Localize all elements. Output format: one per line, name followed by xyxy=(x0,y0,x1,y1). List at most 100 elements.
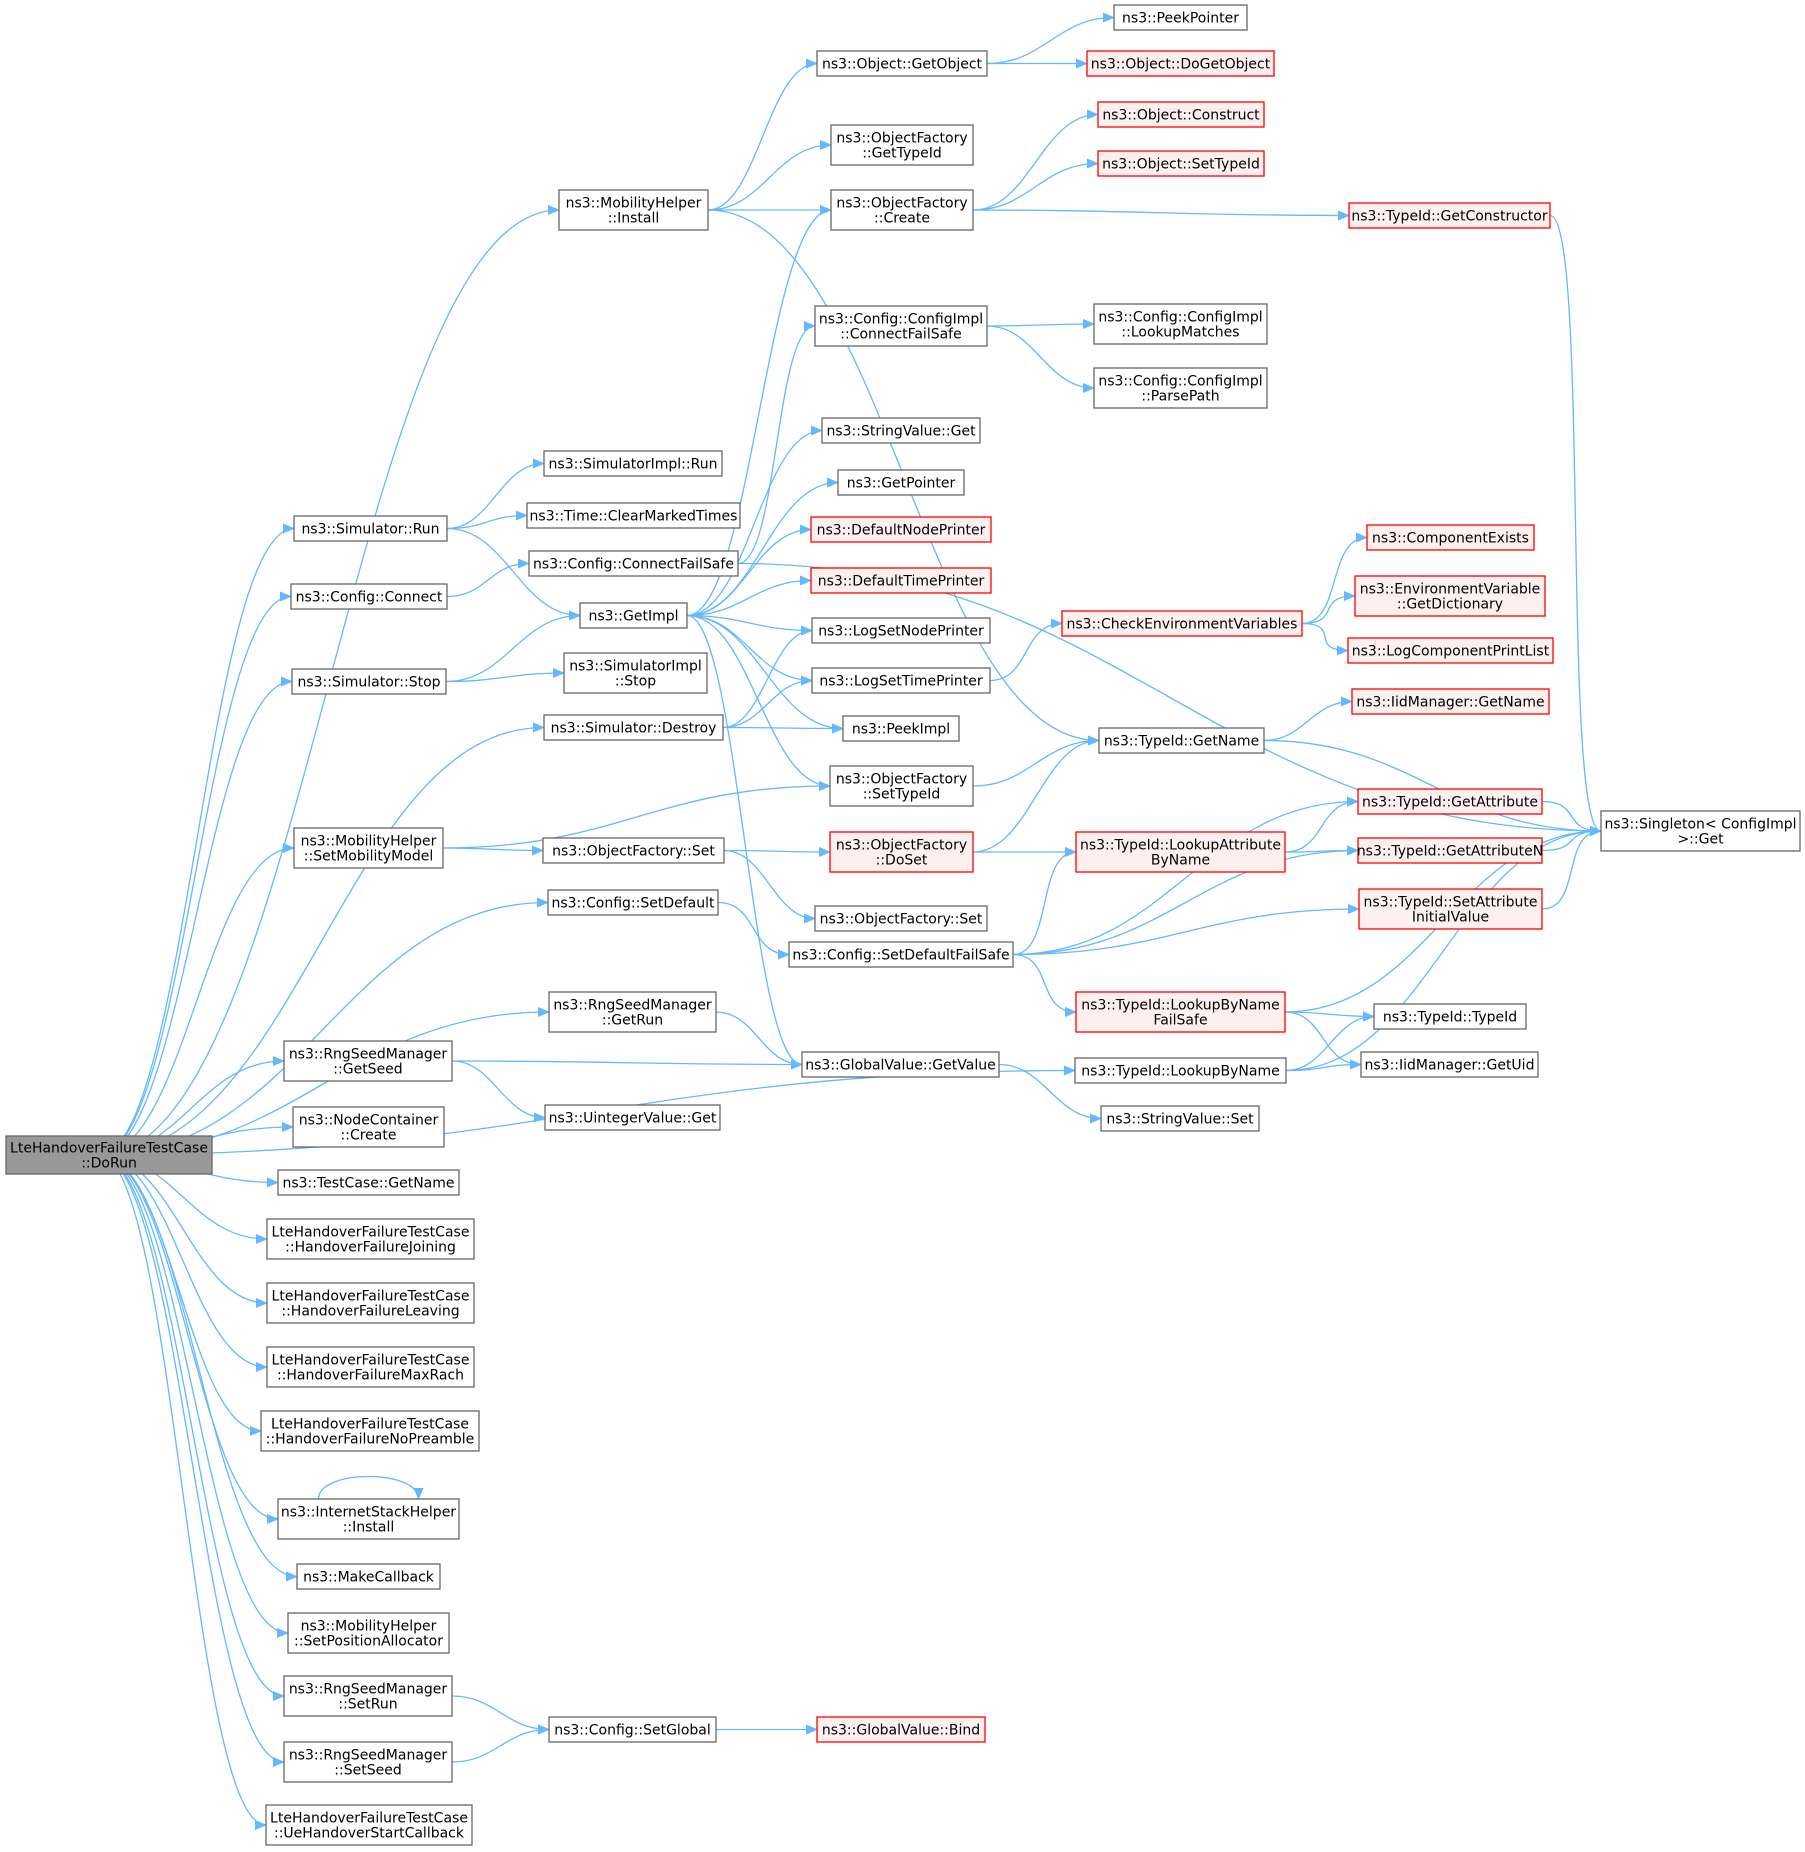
node-ofSetTypeId[interactable]: ns3::ObjectFactory::SetTypeId xyxy=(829,765,974,807)
node-defTimePrinter[interactable]: ns3::DefaultTimePrinter xyxy=(810,567,992,594)
node-ciConnectFailSafe[interactable]: ns3::Config::ConfigImpl::ConnectFailSafe xyxy=(814,305,988,347)
node-siStop[interactable]: ns3::SimulatorImpl::Stop xyxy=(563,652,708,694)
edge-tidLookupByName-to-tidTypeId xyxy=(1285,1011,1375,1072)
node-label: ::DoRun xyxy=(81,1156,137,1172)
node-label: ::SetSeed xyxy=(334,1763,401,1779)
node-label: >::Get xyxy=(1677,832,1724,848)
node-box xyxy=(542,837,725,864)
node-hfJoining[interactable]: LteHandoverFailureTestCase::HandoverFail… xyxy=(266,1218,475,1260)
node-iidGetUid[interactable]: ns3::IidManager::GetUid xyxy=(1360,1051,1539,1078)
node-ciLookupMatches[interactable]: ns3::Config::ConfigImpl::LookupMatches xyxy=(1093,303,1268,345)
node-label: ::SetRun xyxy=(338,1697,397,1713)
node-box xyxy=(266,1282,475,1324)
node-rsmGetSeed[interactable]: ns3::RngSeedManager::GetSeed xyxy=(283,1040,453,1082)
node-peekImpl[interactable]: ns3::PeekImpl xyxy=(842,715,960,742)
node-label: ::HandoverFailureLeaving xyxy=(281,1304,459,1320)
node-ueHoStart[interactable]: LteHandoverFailureTestCase::UeHandoverSt… xyxy=(265,1804,473,1846)
node-objSetTypeId[interactable]: ns3::Object::SetTypeId xyxy=(1097,150,1265,177)
node-ofDoSet[interactable]: ns3::ObjectFactory::DoSet xyxy=(829,831,974,873)
node-cfgSetDefault[interactable]: ns3::Config::SetDefault xyxy=(547,889,719,916)
node-uvGet[interactable]: ns3::UintegerValue::Get xyxy=(544,1104,721,1131)
edge-ofCreate-to-objSetTypeId xyxy=(972,158,1099,211)
node-mhSetPosAlloc[interactable]: ns3::MobilityHelper::SetPositionAllocato… xyxy=(287,1612,450,1654)
node-hfNoPreamble[interactable]: LteHandoverFailureTestCase::HandoverFail… xyxy=(260,1410,480,1452)
node-singletonGet[interactable]: ns3::Singleton< ConfigImpl>::Get xyxy=(1600,810,1801,852)
node-ofSet2[interactable]: ns3::ObjectFactory::Set xyxy=(814,905,988,932)
node-tcGetName[interactable]: ns3::TestCase::GetName xyxy=(277,1169,460,1196)
node-iidGetName[interactable]: ns3::IidManager::GetName xyxy=(1351,688,1550,715)
node-rsmGetRun[interactable]: ns3::RngSeedManager::GetRun xyxy=(548,991,717,1033)
node-simRun[interactable]: ns3::Simulator::Run xyxy=(293,515,448,542)
edge-mhInstall-to-ofGetTypeId xyxy=(707,140,832,211)
node-logCompPrintList[interactable]: ns3::LogComponentPrintList xyxy=(1347,637,1554,664)
node-cfgSetGlobal[interactable]: ns3::Config::SetGlobal xyxy=(548,1716,717,1743)
node-label: ns3::LogComponentPrintList xyxy=(1352,644,1550,660)
node-logSetTimePrinter[interactable]: ns3::LogSetTimePrinter xyxy=(811,667,991,694)
node-gvBind[interactable]: ns3::GlobalValue::Bind xyxy=(816,1716,986,1743)
node-svGet[interactable]: ns3::StringValue::Get xyxy=(821,417,981,444)
node-siRun[interactable]: ns3::SimulatorImpl::Run xyxy=(543,450,723,477)
node-mhInstall[interactable]: ns3::MobilityHelper::Install xyxy=(558,189,709,231)
node-logSetNodePrinter[interactable]: ns3::LogSetNodePrinter xyxy=(811,617,991,644)
edge-ofCreate-to-tidGetConstructor xyxy=(972,209,1350,221)
node-tidGetAttributeN[interactable]: ns3::TypeId::GetAttributeN xyxy=(1357,837,1543,864)
edge-tidLookupAttr-to-tidGetAttribute xyxy=(1284,796,1359,853)
node-simStop[interactable]: ns3::Simulator::Stop xyxy=(291,668,447,695)
node-label: ns3::TypeId::SetAttribute xyxy=(1364,895,1538,911)
node-tidGetName[interactable]: ns3::TypeId::GetName xyxy=(1098,727,1265,754)
node-envGetDict[interactable]: ns3::EnvironmentVariable::GetDictionary xyxy=(1354,575,1546,617)
node-getPointer[interactable]: ns3::GetPointer xyxy=(837,469,965,496)
node-tidGetConstructor[interactable]: ns3::TypeId::GetConstructor xyxy=(1348,202,1551,229)
node-objConstruct[interactable]: ns3::Object::Construct xyxy=(1097,101,1265,128)
node-label: LteHandoverFailureTestCase xyxy=(272,1225,470,1241)
node-ciParsePath[interactable]: ns3::Config::ConfigImpl::ParsePath xyxy=(1093,367,1268,409)
node-getImpl[interactable]: ns3::GetImpl xyxy=(579,602,688,629)
node-cfgConnectFailSafe[interactable]: ns3::Config::ConnectFailSafe xyxy=(528,550,739,577)
node-box xyxy=(1100,1105,1260,1132)
node-label: ns3::MobilityHelper xyxy=(301,1619,437,1635)
node-simDestroy[interactable]: ns3::Simulator::Destroy xyxy=(543,714,724,741)
node-clearMarked[interactable]: ns3::Time::ClearMarkedTimes xyxy=(526,502,741,529)
node-checkEnv[interactable]: ns3::CheckEnvironmentVariables xyxy=(1061,610,1303,637)
node-ofSet[interactable]: ns3::ObjectFactory::Set xyxy=(542,837,725,864)
node-label: ns3::RngSeedManager xyxy=(289,1047,448,1063)
node-hfLeaving[interactable]: LteHandoverFailureTestCase::HandoverFail… xyxy=(266,1282,475,1324)
node-box xyxy=(1351,688,1550,715)
node-ishInstall[interactable]: ns3::InternetStackHelper::Install xyxy=(277,1498,460,1540)
node-tidLookupByName[interactable]: ns3::TypeId::LookupByName xyxy=(1074,1057,1287,1084)
edge-mhInstall-to-objGetObject xyxy=(707,58,818,211)
node-ncCreate[interactable]: ns3::NodeContainer::Create xyxy=(292,1106,445,1148)
node-objGetObject[interactable]: ns3::Object::GetObject xyxy=(816,50,988,77)
node-tidGetAttribute[interactable]: ns3::TypeId::GetAttribute xyxy=(1357,788,1543,815)
node-peekPointer[interactable]: ns3::PeekPointer xyxy=(1113,4,1248,31)
node-label: ns3::TypeId::GetConstructor xyxy=(1351,209,1547,225)
node-mhSetMobility[interactable]: ns3::MobilityHelper::SetMobilityModel xyxy=(293,827,444,869)
node-label: ::GetSeed xyxy=(333,1062,402,1078)
node-tidTypeId[interactable]: ns3::TypeId::TypeId xyxy=(1373,1003,1527,1030)
node-rsmSetSeed[interactable]: ns3::RngSeedManager::SetSeed xyxy=(283,1741,453,1783)
node-objDoGetObject[interactable]: ns3::Object::DoGetObject xyxy=(1086,50,1275,77)
node-makeCallback[interactable]: ns3::MakeCallback xyxy=(296,1563,441,1590)
node-cfgConnect[interactable]: ns3::Config::Connect xyxy=(290,583,448,610)
node-label: ns3::Config::ConfigImpl xyxy=(819,312,983,328)
node-box xyxy=(579,602,688,629)
node-svSet[interactable]: ns3::StringValue::Set xyxy=(1100,1105,1260,1132)
node-gvGetValue[interactable]: ns3::GlobalValue::GetValue xyxy=(801,1051,1000,1078)
node-box xyxy=(842,715,960,742)
node-box xyxy=(816,1716,986,1743)
node-rsmSetRun[interactable]: ns3::RngSeedManager::SetRun xyxy=(283,1675,453,1717)
edge-mhSetMobility-to-ofSet xyxy=(442,845,544,856)
node-doRun[interactable]: LteHandoverFailureTestCase::DoRun xyxy=(5,1135,213,1175)
node-cfgSetDefaultFS[interactable]: ns3::Config::SetDefaultFailSafe xyxy=(788,941,1014,968)
node-label: LteHandoverFailureTestCase xyxy=(270,1811,468,1827)
node-ofCreate[interactable]: ns3::ObjectFactory::Create xyxy=(830,189,974,231)
node-defNodePrinter[interactable]: ns3::DefaultNodePrinter xyxy=(810,516,992,543)
node-hfMaxRach[interactable]: LteHandoverFailureTestCase::HandoverFail… xyxy=(266,1346,475,1388)
node-label: ns3::IidManager::GetUid xyxy=(1365,1058,1535,1074)
node-compExists[interactable]: ns3::ComponentExists xyxy=(1366,524,1535,551)
node-box xyxy=(526,502,741,529)
node-ofGetTypeId[interactable]: ns3::ObjectFactory::GetTypeId xyxy=(830,124,974,166)
